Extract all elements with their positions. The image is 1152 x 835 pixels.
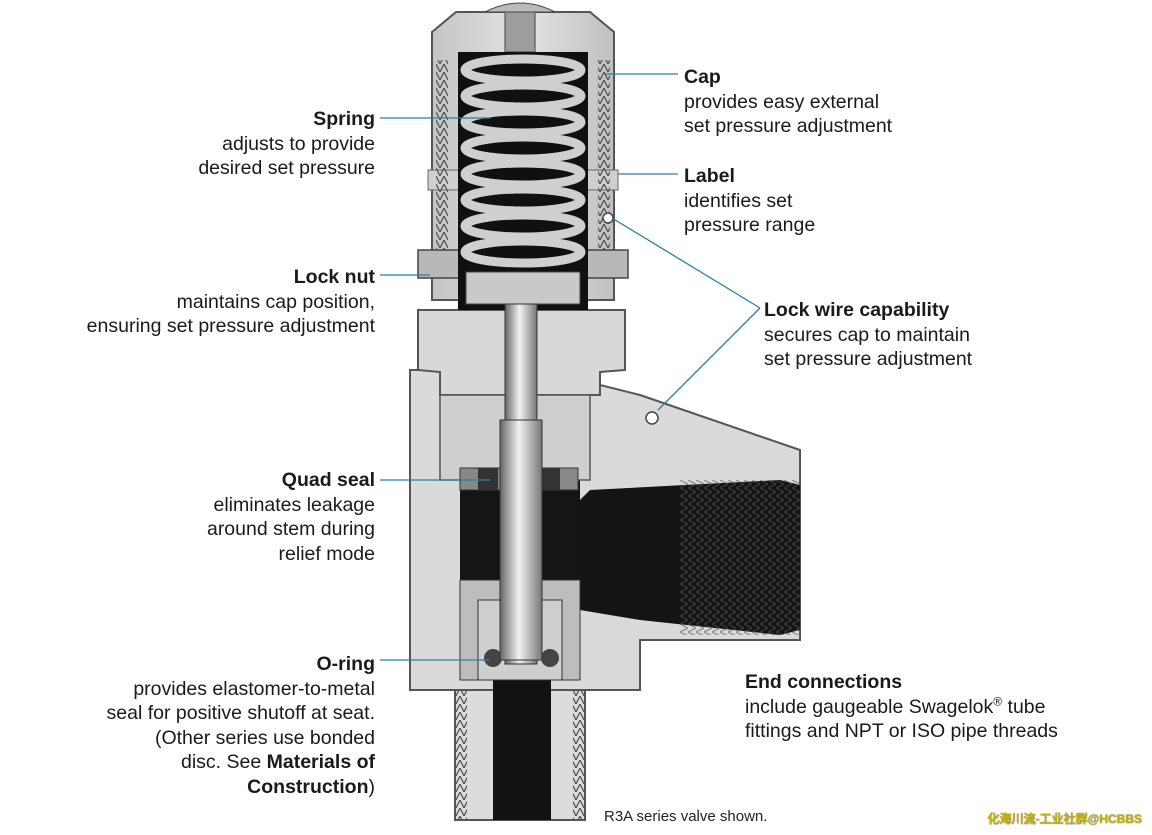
callout-lock-nut: Lock nut maintains cap position, ensurin… — [87, 265, 375, 339]
callout-o-ring-desc: provides elastomer-to-metal seal for pos… — [107, 677, 375, 800]
spring-coil — [460, 236, 586, 268]
callout-cap-title: Cap — [684, 66, 721, 88]
callout-quad-seal-desc: eliminates leakage around stem during re… — [206, 493, 375, 565]
callout-lock-nut-title: Lock nut — [293, 266, 375, 288]
leader-lock-wire-top — [611, 217, 761, 309]
callout-lock-wire: Lock wire capability secures cap to main… — [764, 298, 972, 372]
callout-label-title: Label — [684, 165, 735, 187]
callout-o-ring: O-ring provides elastomer-to-metal seal … — [107, 652, 375, 799]
callout-end-connections-title: End connections — [745, 671, 903, 693]
callout-lock-nut-desc: maintains cap position, ensuring set pre… — [86, 290, 375, 338]
callout-spring: Spring adjusts to provide desired set pr… — [198, 107, 375, 181]
o-ring-desc-text: provides elastomer-to-metal seal for pos… — [106, 677, 375, 774]
o-ring-desc-tail: ) — [368, 775, 376, 798]
callout-cap-desc: provides easy external set pressure adju… — [684, 90, 893, 138]
watermark: 化海川流-工业社群@HCBBS — [987, 812, 1142, 826]
materials-of-construction-ref: Materials of Construction — [247, 751, 375, 798]
callout-lock-wire-title: Lock wire capability — [764, 299, 950, 321]
registered-mark: ® — [993, 694, 1003, 708]
callout-cap: Cap provides easy external set pressure … — [684, 65, 892, 139]
callout-label-desc: identifies set pressure range — [684, 189, 816, 237]
spring-follower — [465, 271, 581, 305]
callout-quad-seal-title: Quad seal — [281, 469, 375, 491]
leader-lock-wire-bottom — [657, 307, 761, 411]
end-connections-desc-b: tube fittings and NPT or ISO pipe thread… — [745, 695, 1058, 743]
leader-lines — [380, 73, 761, 661]
callout-end-connections: End connections include gaugeable Swagel… — [745, 670, 1058, 744]
valve-stem — [499, 303, 543, 665]
spring — [460, 54, 586, 268]
callout-spring-title: Spring — [313, 108, 375, 130]
callout-label: Label identifies set pressure range — [684, 164, 815, 238]
callout-quad-seal: Quad seal eliminates leakage around stem… — [207, 468, 375, 566]
figure-caption: R3A series valve shown. — [604, 808, 768, 825]
callout-spring-desc: adjusts to provide desired set pressure — [198, 132, 375, 180]
end-connections-desc-a: include gaugeable Swagelok — [745, 695, 994, 718]
callout-lock-wire-desc: secures cap to maintain set pressure adj… — [764, 323, 973, 371]
callout-o-ring-title: O-ring — [316, 653, 376, 675]
inlet-end-connection — [454, 660, 586, 821]
callout-end-connections-desc: include gaugeable Swagelok® tube fitting… — [745, 695, 1058, 744]
